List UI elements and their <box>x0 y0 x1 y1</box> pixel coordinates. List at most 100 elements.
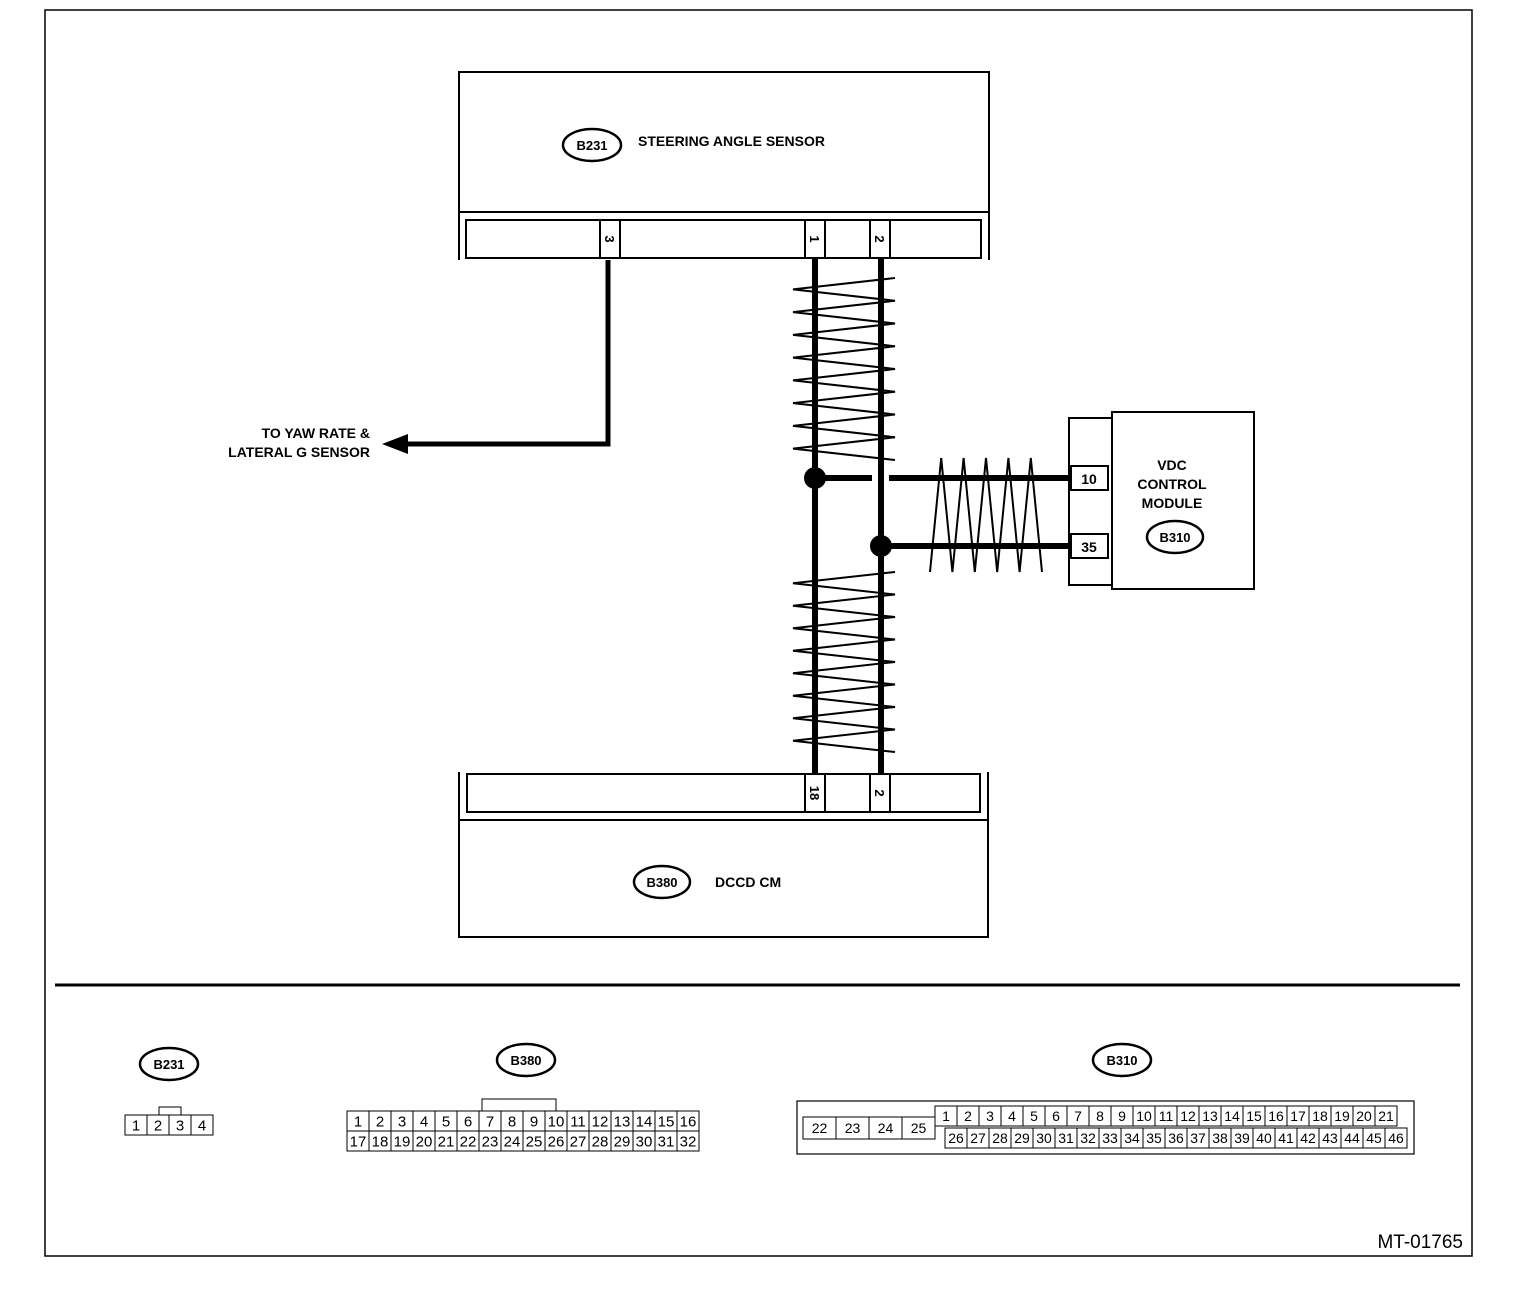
b310-cell <box>1374 1105 1398 1127</box>
vdc-name-line3: MODULE <box>1142 495 1203 511</box>
dccd-control-module: 18 2 B380 DCCD CM <box>458 772 989 938</box>
b380-pin-1: 1 <box>354 1113 362 1130</box>
b310-cell <box>1384 1127 1408 1149</box>
b310-pin-2: 2 <box>964 1108 972 1124</box>
b310-pin-33: 33 <box>1102 1130 1118 1146</box>
b310-pin-37: 37 <box>1190 1130 1206 1146</box>
b231-pin-3: 3 <box>176 1117 184 1134</box>
dccd-pin-2: 2 <box>872 789 887 796</box>
b310-cell <box>901 1116 936 1140</box>
steering-pin-1: 1 <box>807 235 822 242</box>
b310-pin-3: 3 <box>986 1108 994 1124</box>
twisted-pair-zigzag <box>792 571 896 753</box>
b310-pin-38: 38 <box>1212 1130 1228 1146</box>
can-bus-wires <box>792 258 1070 775</box>
splice-point-35 <box>870 535 892 557</box>
vdc-control-module: 10 35 VDC CONTROL MODULE B310 <box>1068 411 1255 590</box>
b380-pin-2: 2 <box>376 1113 384 1130</box>
yaw-note-line2: LATERAL G SENSOR <box>228 444 370 460</box>
b310-pin-7: 7 <box>1074 1108 1082 1124</box>
b231-pin-4: 4 <box>198 1117 206 1134</box>
b310-pin-8: 8 <box>1096 1108 1104 1124</box>
b380-pin-31: 31 <box>658 1133 675 1150</box>
b310-pin-27: 27 <box>970 1130 986 1146</box>
steering-sensor-id-badge <box>561 127 623 163</box>
b380-pin-8: 8 <box>508 1113 516 1130</box>
b310-pin-16: 16 <box>1268 1108 1284 1124</box>
b310-pin-12: 12 <box>1180 1108 1196 1124</box>
b310-badge <box>1091 1042 1153 1078</box>
b380-pin-17: 17 <box>350 1133 367 1150</box>
b310-pin-17: 17 <box>1290 1108 1306 1124</box>
b310-pin-29: 29 <box>1014 1130 1030 1146</box>
b380-pin-19: 19 <box>394 1133 411 1150</box>
b380-pin-22: 22 <box>460 1133 477 1150</box>
b310-pin-44: 44 <box>1344 1130 1360 1146</box>
b310-pin-34: 34 <box>1124 1130 1140 1146</box>
b310-pin-15: 15 <box>1246 1108 1262 1124</box>
b310-pin-21: 21 <box>1378 1108 1394 1124</box>
twisted-pair-zigzag <box>929 457 1043 573</box>
b380-cell <box>676 1130 700 1152</box>
b380-pin-23: 23 <box>482 1133 499 1150</box>
b231-badge-label: B231 <box>153 1057 184 1072</box>
b310-pin-46: 46 <box>1388 1130 1404 1146</box>
b231-cell <box>190 1114 214 1136</box>
b310-pin-20: 20 <box>1356 1108 1372 1124</box>
dccd-id: B380 <box>646 875 677 890</box>
b310-pin-10: 10 <box>1136 1108 1152 1124</box>
vdc-connector <box>1068 417 1113 586</box>
b310-pin-28: 28 <box>992 1130 1008 1146</box>
b380-pin-18: 18 <box>372 1133 389 1150</box>
steering-angle-sensor: B231 STEERING ANGLE SENSOR 3 1 2 <box>458 71 990 260</box>
b310-pin-19: 19 <box>1334 1108 1350 1124</box>
b380-pin-4: 4 <box>420 1113 428 1130</box>
arrow-left-icon <box>382 434 408 454</box>
b310-pin-18: 18 <box>1312 1108 1328 1124</box>
outer-frame <box>44 9 1473 1257</box>
steering-sensor-connector <box>465 219 982 259</box>
b310-pin-4: 4 <box>1008 1108 1016 1124</box>
yaw-rate-wire: TO YAW RATE & LATERAL G SENSOR <box>228 260 611 460</box>
vdc-id-badge <box>1145 519 1205 555</box>
dccd-id-badge <box>632 864 692 900</box>
b380-pin-14: 14 <box>636 1113 653 1130</box>
dccd-connector <box>466 773 981 813</box>
b231-badge <box>138 1046 200 1082</box>
vdc-pin-10: 10 <box>1081 471 1097 487</box>
b380-pin-21: 21 <box>438 1133 455 1150</box>
twisted-pair-zigzag <box>792 277 896 461</box>
b380-pin-29: 29 <box>614 1133 631 1150</box>
b380-pin-24: 24 <box>504 1133 521 1150</box>
vdc-name-line1: VDC <box>1157 457 1187 473</box>
b380-pin-5: 5 <box>442 1113 450 1130</box>
b380-pin-3: 3 <box>398 1113 406 1130</box>
b310-pin-25: 25 <box>911 1120 927 1136</box>
b310-pin-5: 5 <box>1030 1108 1038 1124</box>
b310-pin-30: 30 <box>1036 1130 1052 1146</box>
dccd-name: DCCD CM <box>715 874 781 890</box>
b380-pin-28: 28 <box>592 1133 609 1150</box>
b380-pin-20: 20 <box>416 1133 433 1150</box>
steering-sensor-name: STEERING ANGLE SENSOR <box>638 133 825 149</box>
b380-pin-11: 11 <box>570 1113 586 1130</box>
b380-pin-25: 25 <box>526 1133 543 1150</box>
dccd-pin-18: 18 <box>807 786 822 800</box>
b310-pin-41: 41 <box>1278 1130 1294 1146</box>
b310-pin-11: 11 <box>1159 1108 1174 1124</box>
b380-pin-10: 10 <box>548 1113 565 1130</box>
b310-pin-6: 6 <box>1052 1108 1060 1124</box>
b380-pin-30: 30 <box>636 1133 653 1150</box>
b310-pin-35: 35 <box>1146 1130 1162 1146</box>
b380-pin-26: 26 <box>548 1133 565 1150</box>
figure-code: MT-01765 <box>1377 1232 1463 1253</box>
b380-pin-13: 13 <box>614 1113 631 1130</box>
splice-point-10 <box>804 467 826 489</box>
b310-pin-13: 13 <box>1202 1108 1218 1124</box>
b380-pin-15: 15 <box>658 1113 675 1130</box>
b231-pin-2: 2 <box>154 1117 162 1134</box>
b310-pin-22: 22 <box>812 1120 828 1136</box>
